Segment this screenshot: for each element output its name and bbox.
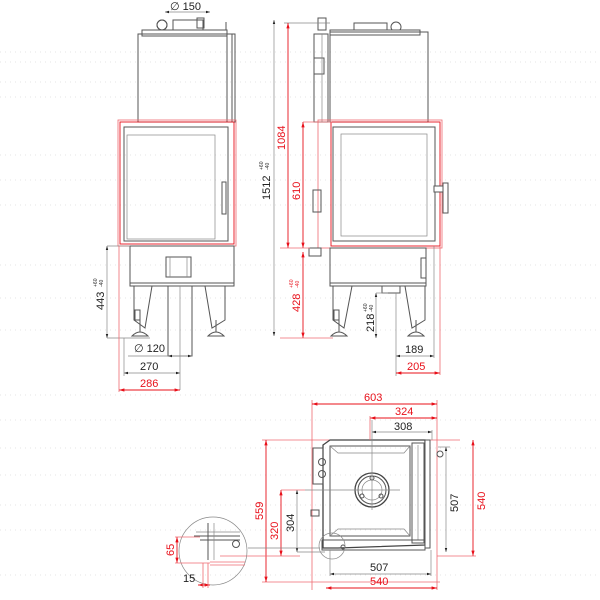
dim-218-tol-plus: +60 bbox=[363, 303, 369, 312]
dim-218-tol-minus: -40 bbox=[369, 305, 375, 312]
dim-443-tol-minus: -40 bbox=[99, 280, 105, 287]
dim-depth-507: 507 bbox=[449, 494, 461, 512]
dim-total-height-tol-minus: -40 bbox=[265, 163, 271, 170]
plan-view-dimensions: 603 324 308 559 320 304 507 540 507 bbox=[220, 392, 488, 590]
dim-height-1084: 1084 bbox=[276, 126, 288, 150]
front-view-dimensions: ∅ 150 1512 +60 -40 443 +60 -40 ∅ 120 270… bbox=[93, 1, 276, 392]
dim-height-218: 218 bbox=[365, 314, 377, 332]
dim-total-height: 1512 bbox=[261, 176, 273, 200]
dim-width-286: 286 bbox=[140, 378, 158, 390]
dim-width-189: 189 bbox=[405, 344, 423, 356]
dim-outlet-diameter: ∅ 120 bbox=[134, 343, 165, 355]
dim-height-428: 428 bbox=[291, 294, 303, 312]
dim-depth-304: 304 bbox=[285, 514, 297, 532]
detail-view: 65 15 bbox=[165, 516, 320, 588]
dim-depth-540: 540 bbox=[476, 492, 488, 510]
dim-detail-65: 65 bbox=[165, 544, 177, 556]
dim-flue-diameter: ∅ 150 bbox=[170, 1, 201, 13]
dim-width-270: 270 bbox=[140, 361, 158, 373]
dim-height-610: 610 bbox=[291, 182, 303, 200]
dim-depth-559: 559 bbox=[254, 502, 266, 520]
dim-depth-320: 320 bbox=[269, 522, 281, 540]
front-view bbox=[117, 17, 237, 357]
side-view-dimensions: 1084 610 428 +60 -40 218 +60 -40 189 205 bbox=[276, 22, 441, 376]
dim-height-443: 443 bbox=[95, 292, 107, 310]
dim-428-tol-plus: +60 bbox=[289, 279, 295, 288]
dim-bottom-507: 507 bbox=[370, 562, 388, 574]
dim-width-308: 308 bbox=[394, 421, 412, 433]
plan-view bbox=[262, 400, 460, 590]
side-view bbox=[308, 17, 449, 337]
dim-width-324: 324 bbox=[395, 406, 413, 418]
dim-width-205: 205 bbox=[407, 361, 425, 373]
dim-total-height-tol-plus: +60 bbox=[259, 161, 265, 170]
dim-bottom-540: 540 bbox=[370, 576, 388, 588]
dim-443-tol-plus: +60 bbox=[93, 278, 99, 287]
dim-width-603: 603 bbox=[364, 392, 382, 404]
background-grid bbox=[0, 51, 600, 576]
dim-detail-15: 15 bbox=[183, 573, 195, 585]
dim-428-tol-minus: -40 bbox=[295, 281, 301, 288]
